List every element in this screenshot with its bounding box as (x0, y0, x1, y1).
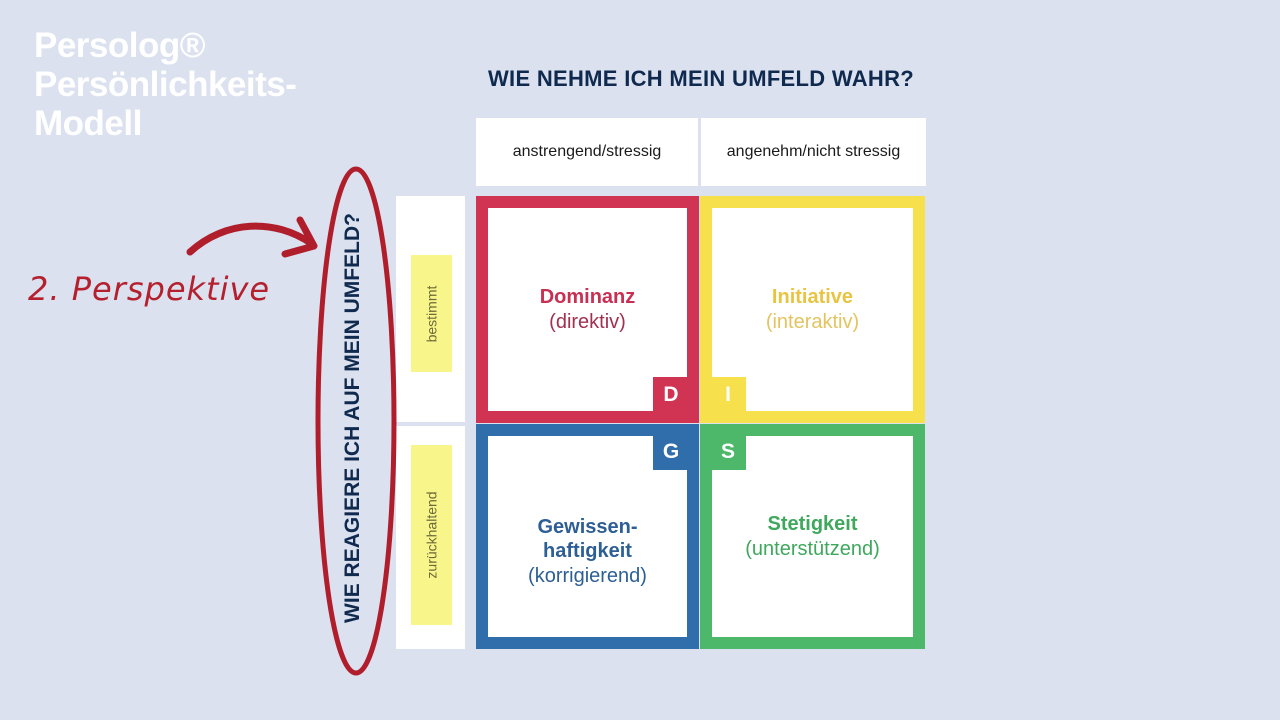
column-header-stressful: anstrengend/stressig (476, 118, 698, 186)
title-line: Modell (34, 104, 142, 143)
row-header-zurueckhaltend: zurückhaltend (396, 426, 465, 649)
top-question: WIE NEHME ICH MEIN UMFELD WAHR? (487, 66, 915, 91)
quadrant-subtitle: (korrigierend) (528, 564, 647, 587)
quadrant-dominanz: Dominanz (direktiv) D (476, 196, 699, 423)
title-line: Persönlichkeits- (34, 65, 297, 104)
quadrant-initiative: Initiative (interaktiv) I (700, 196, 925, 423)
quadrant-name: haftigkeit (543, 539, 632, 562)
quadrant-name: Dominanz (539, 285, 636, 308)
badge-g: G (653, 434, 689, 470)
badge-i: I (710, 377, 746, 413)
row-header-bestimmt: bestimmt (396, 196, 465, 422)
quadrant-name: Gewissen- (537, 515, 638, 538)
badge-d: D (653, 377, 689, 413)
annotation-label: 2. Perspektive (28, 270, 271, 308)
highlight-ellipse (315, 166, 397, 676)
quadrant-subtitle: (interaktiv) (765, 310, 860, 333)
quadrant-subtitle: (unterstützend) (745, 537, 880, 560)
arrow-head-icon (281, 216, 318, 258)
quadrant-name: Stetigkeit (767, 512, 858, 535)
quadrant-stetigkeit: Stetigkeit (unterstützend) S (700, 424, 925, 649)
quadrant-subtitle: (direktiv) (549, 310, 626, 333)
highlight: zurückhaltend (411, 445, 452, 625)
badge-s: S (710, 434, 746, 470)
highlight: bestimmt (411, 255, 452, 372)
title-line: Persolog® (34, 26, 206, 65)
column-header-not-stressful: angenehm/nicht stressig (701, 118, 926, 186)
arrow-icon (186, 222, 316, 256)
quadrant-gewissenhaftigkeit: Gewissen- haftigkeit (korrigierend) G (476, 424, 699, 649)
slide-title: Persolog® Persönlichkeits- Modell (34, 26, 297, 143)
quadrant-name: Initiative (771, 285, 854, 308)
